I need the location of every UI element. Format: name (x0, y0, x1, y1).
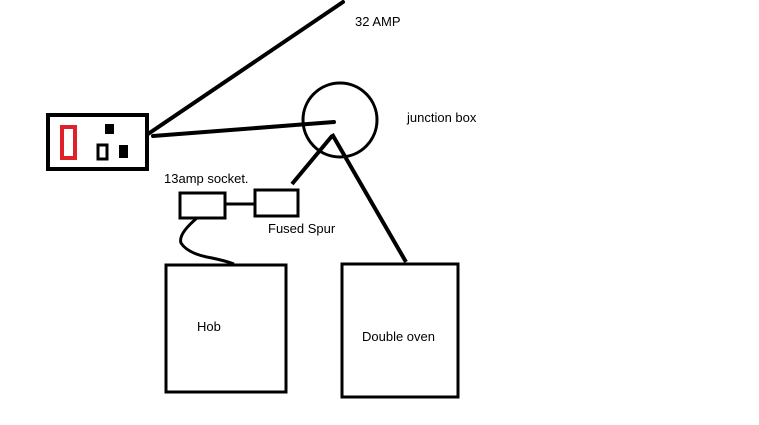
hob-box (164, 263, 288, 394)
live-pin-hole (96, 143, 109, 161)
red-switch-icon (60, 125, 77, 160)
hob-label: Hob (197, 319, 221, 334)
neutral-pin-hole (119, 145, 128, 158)
socket-label: 13amp socket. (164, 171, 249, 186)
junction-box-circle (301, 81, 379, 159)
double-oven-box (340, 262, 460, 399)
cable-junction-to-spur (290, 134, 334, 186)
earth-pin-hole (105, 124, 114, 134)
double-oven-label: Double oven (362, 329, 435, 344)
fused-spur-label: Fused Spur (268, 221, 336, 236)
hob-flex-cable (179, 216, 235, 266)
supply-cable-32amp (146, 0, 345, 136)
socket-13amp-box (178, 191, 227, 220)
junction-box-label: junction box (407, 110, 477, 125)
fused-spur-box (253, 188, 300, 218)
amp-rating-label: 32 AMP (355, 14, 401, 29)
cable-junction-to-oven (330, 132, 408, 264)
